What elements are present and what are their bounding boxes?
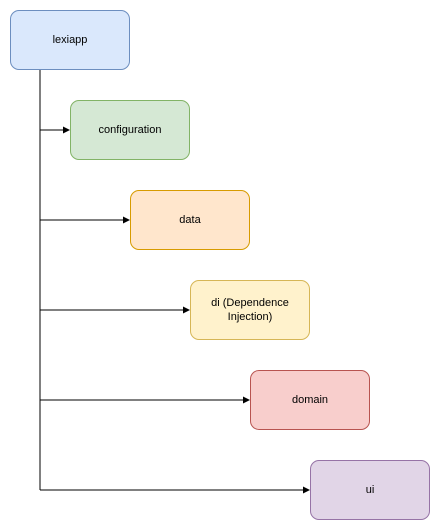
- connector-branch-data: [40, 216, 130, 224]
- connector-branch-domain: [40, 396, 250, 404]
- node-label: ui: [365, 483, 375, 496]
- node-configuration[interactable]: configuration: [70, 100, 190, 160]
- node-label: data: [179, 213, 201, 226]
- node-label: domain: [291, 393, 329, 406]
- node-domain[interactable]: domain: [250, 370, 370, 430]
- connector-branch-configuration: [40, 126, 70, 134]
- connector-branch-ui: [40, 486, 310, 494]
- node-label: lexiapp: [52, 33, 88, 46]
- arrowhead-icon: [243, 396, 250, 404]
- arrowhead-icon: [303, 486, 310, 494]
- node-label: configuration: [98, 123, 162, 136]
- node-lexiapp[interactable]: lexiapp: [10, 10, 130, 70]
- node-label: di (Dependence Injection): [211, 296, 289, 323]
- node-ui[interactable]: ui: [310, 460, 430, 520]
- node-data[interactable]: data: [130, 190, 250, 250]
- node-di[interactable]: di (Dependence Injection): [190, 280, 310, 340]
- arrowhead-icon: [123, 216, 130, 224]
- connector-branch-di: [40, 306, 190, 314]
- arrowhead-icon: [183, 306, 190, 314]
- arrowhead-icon: [63, 126, 70, 134]
